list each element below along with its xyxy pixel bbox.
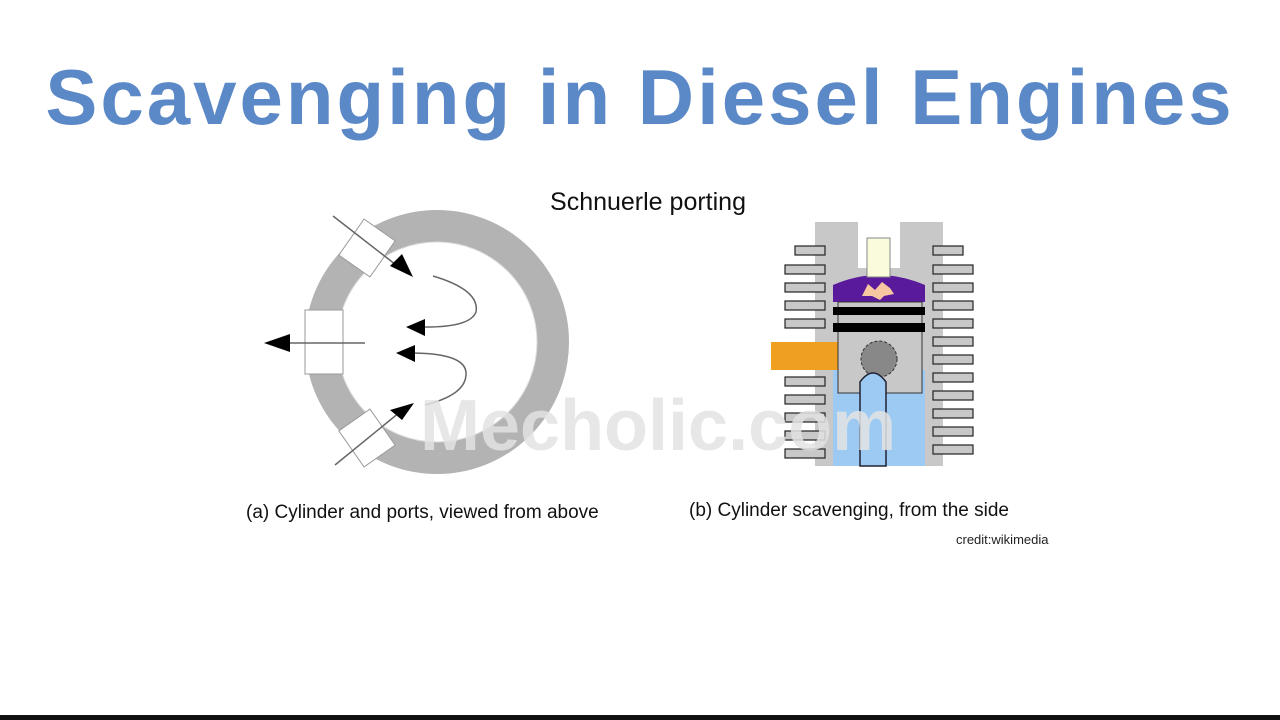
video-bottom-edge (0, 715, 1280, 720)
cooling-fins (784, 245, 974, 459)
connecting-rod (859, 372, 887, 467)
slide-title: Scavenging in Diesel Engines (45, 53, 1235, 141)
spark-icon (862, 282, 894, 300)
flow-lines (285, 215, 478, 466)
cylinder-side-view (771, 222, 974, 467)
gudgeon-pin (860, 340, 898, 378)
cylinder-top-view (264, 210, 569, 474)
intake-port (771, 342, 838, 370)
image-credit: credit:wikimedia (956, 532, 1049, 547)
arrow-icons (264, 254, 425, 420)
watermark: Mecholic.com (420, 386, 897, 466)
exhaust-port (304, 309, 344, 375)
spark-plug (866, 237, 891, 278)
transfer-port-top (338, 218, 396, 278)
piston-ring (833, 323, 925, 332)
diagram-subtitle: Schnuerle porting (550, 188, 746, 216)
piston-ring (833, 307, 925, 315)
caption-b: (b) Cylinder scavenging, from the side (689, 500, 1009, 521)
caption-a: (a) Cylinder and ports, viewed from abov… (246, 502, 599, 523)
